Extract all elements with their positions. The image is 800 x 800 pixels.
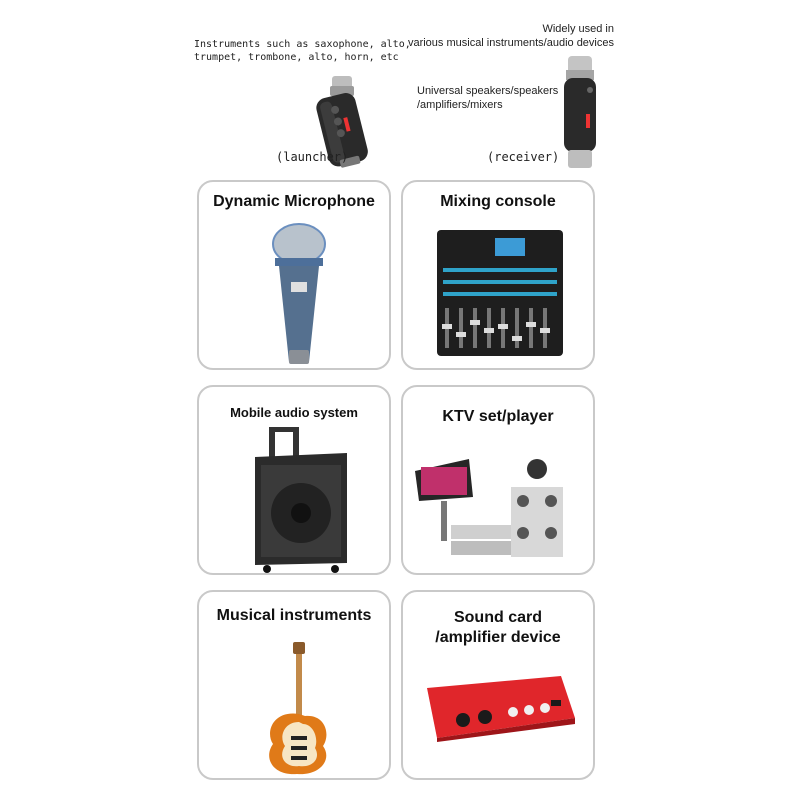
receiver-caption: (receiver) (487, 150, 560, 164)
microphone-image (272, 223, 326, 364)
launcher-caption: (launcher) (276, 150, 349, 164)
card-title: Sound card /amplifier device (435, 609, 561, 646)
ktv-system-image (415, 459, 563, 557)
card-sound-card-amplifier: Sound card /amplifier device (401, 590, 595, 780)
card-title: Musical instruments (216, 607, 372, 624)
card-mobile-audio-system: Mobile audio system (197, 385, 391, 575)
card-title: Mixing console (440, 193, 556, 210)
card-musical-instruments: Musical instruments (197, 590, 391, 780)
card-title: KTV set/player (442, 408, 554, 425)
mixing-console-image (437, 230, 563, 356)
mobile-speaker-image (255, 427, 347, 573)
card-dynamic-microphone: Dynamic Microphone (197, 180, 391, 370)
sound-card-image (427, 676, 575, 742)
card-title: Mobile audio system (230, 405, 358, 420)
receiver-device-image (564, 56, 596, 168)
instruments-note: Instruments such as saxophone, alto, tru… (194, 39, 411, 63)
receiver-note: Universal speakers/speakers /amplifiers/… (417, 85, 559, 111)
launcher-device-image (316, 76, 368, 168)
electric-guitar-image (269, 642, 327, 775)
card-title: Dynamic Microphone (213, 193, 375, 210)
usage-note: Widely used in various musical instrumen… (407, 23, 614, 49)
card-ktv-set-player: KTV set/player (401, 385, 595, 575)
card-mixing-console: Mixing console (401, 180, 595, 370)
